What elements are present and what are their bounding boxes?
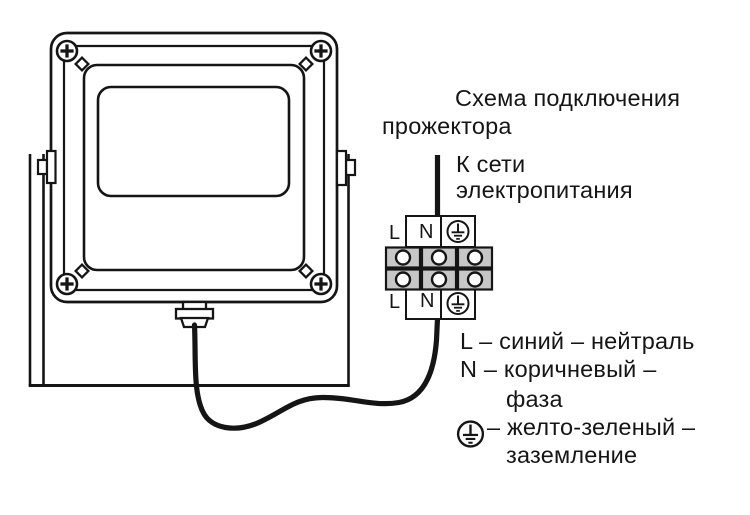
phillips-screw-icon: [55, 39, 79, 63]
legend-earth-line2: заземление: [506, 442, 638, 468]
phillips-screw-icon: [55, 272, 79, 296]
diagram-title-line1: Схема подключения: [455, 85, 681, 111]
power-label-line2: электропитания: [456, 177, 633, 203]
legend-earth-line1: – желто-зеленый –: [487, 414, 696, 440]
terminal-screws: [394, 249, 484, 288]
protective-earth-icon: [446, 292, 470, 315]
mounting-bracket: [28, 154, 350, 388]
pivot-left: [36, 149, 57, 185]
terminal-bottom-label-n: N: [420, 290, 435, 312]
pivot-right: [335, 149, 357, 187]
protective-earth-icon: [446, 220, 470, 243]
protective-earth-icon: [456, 420, 485, 448]
power-label-line1: К сети: [456, 151, 526, 177]
diagram-title-line2: прожектора: [382, 113, 512, 139]
legend-phase-line1: N – коричневый –: [460, 356, 657, 382]
legend-phase-line2: фаза: [506, 386, 563, 412]
power-cable: [191, 315, 441, 431]
floodlight-body: [49, 31, 339, 304]
terminal-top-label-l: L: [389, 222, 401, 244]
floodlight-glass: [96, 85, 291, 198]
phillips-screw-icon: [309, 39, 333, 63]
corner-connectors: [74, 56, 314, 279]
terminal-top-label-n: N: [419, 221, 434, 243]
terminal-bottom-label-l: L: [389, 291, 401, 313]
phillips-screw-icon: [309, 272, 333, 296]
legend-neutral: L – синий – нейтраль: [460, 328, 695, 354]
terminal-block: [384, 215, 494, 320]
